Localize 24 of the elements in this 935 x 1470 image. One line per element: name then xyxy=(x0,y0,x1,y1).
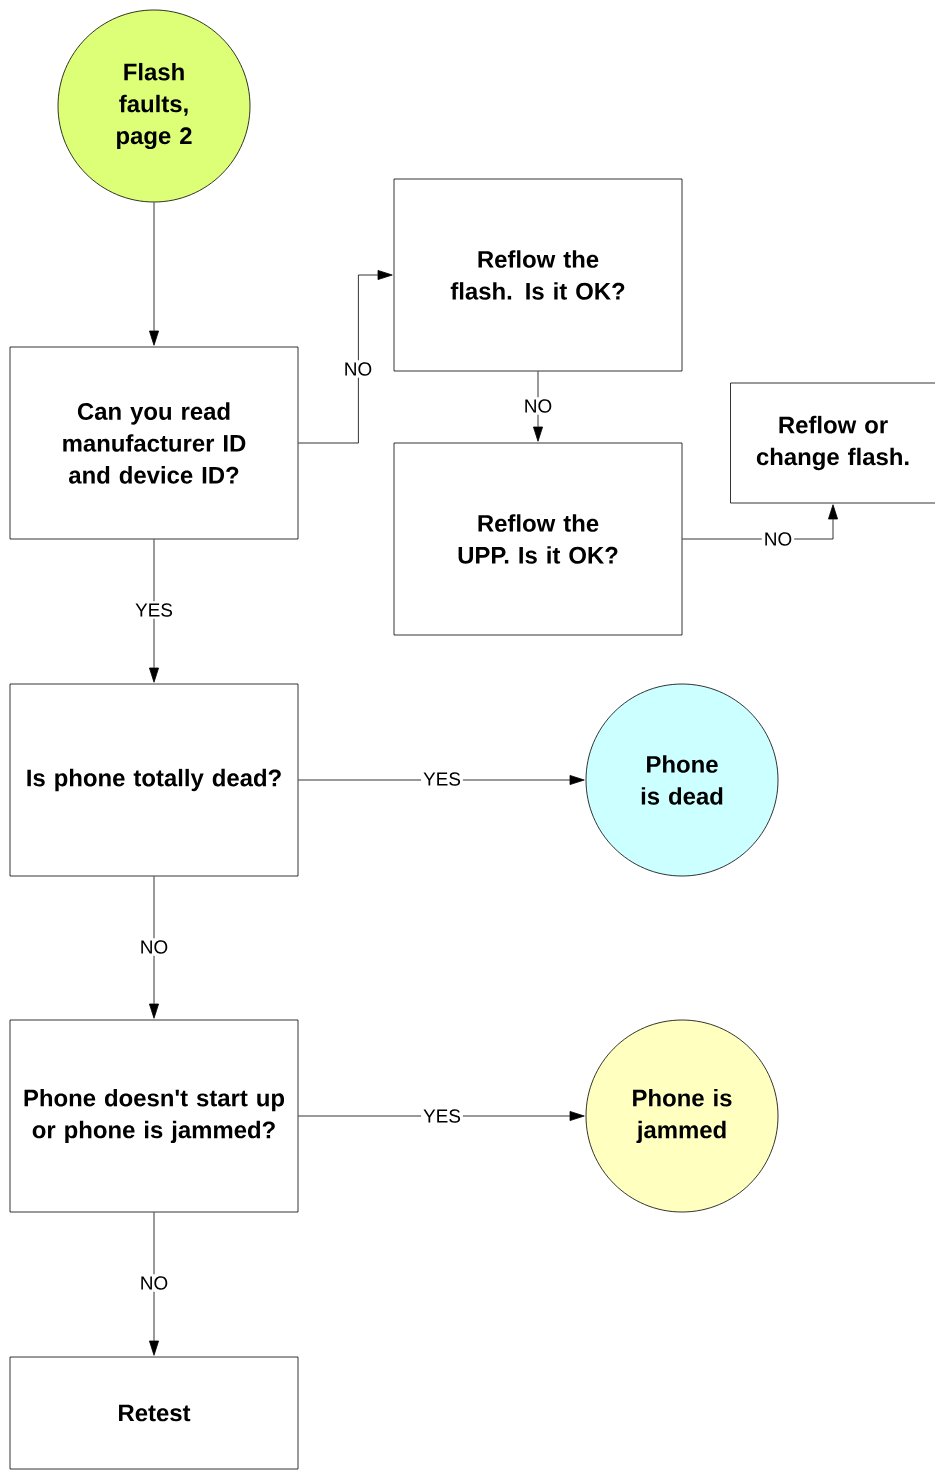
arrow xyxy=(149,1212,159,1356)
edge-label: NO xyxy=(137,938,171,956)
arrow xyxy=(149,539,159,683)
arrow xyxy=(298,270,393,444)
arrow xyxy=(149,876,159,1019)
arrow xyxy=(533,371,543,442)
process-box: Reflow the UPP. Is it OK? xyxy=(393,442,683,636)
process-box: Phone doesn't start up or phone is jammed? xyxy=(9,1019,299,1213)
edge-label: NO xyxy=(761,530,795,548)
arrow xyxy=(298,1111,585,1121)
edge-label: NO xyxy=(137,1274,171,1292)
edge-label: YES xyxy=(421,1107,463,1125)
arrow xyxy=(298,775,585,785)
process-box: Reflow or change flash. xyxy=(730,382,935,504)
edge-label: NO xyxy=(341,360,375,378)
arrow xyxy=(682,504,838,540)
edge-label: YES xyxy=(421,770,463,788)
process-box: Retest xyxy=(9,1356,299,1470)
edge-label: YES xyxy=(133,601,175,619)
process-box: Reflow the flash. Is it OK? xyxy=(393,178,683,372)
arrow xyxy=(149,202,159,346)
process-box: Is phone totally dead? xyxy=(9,683,299,877)
edge-label: NO xyxy=(521,397,555,415)
process-box: Can you read manufacturer ID and device ID? xyxy=(9,346,299,540)
